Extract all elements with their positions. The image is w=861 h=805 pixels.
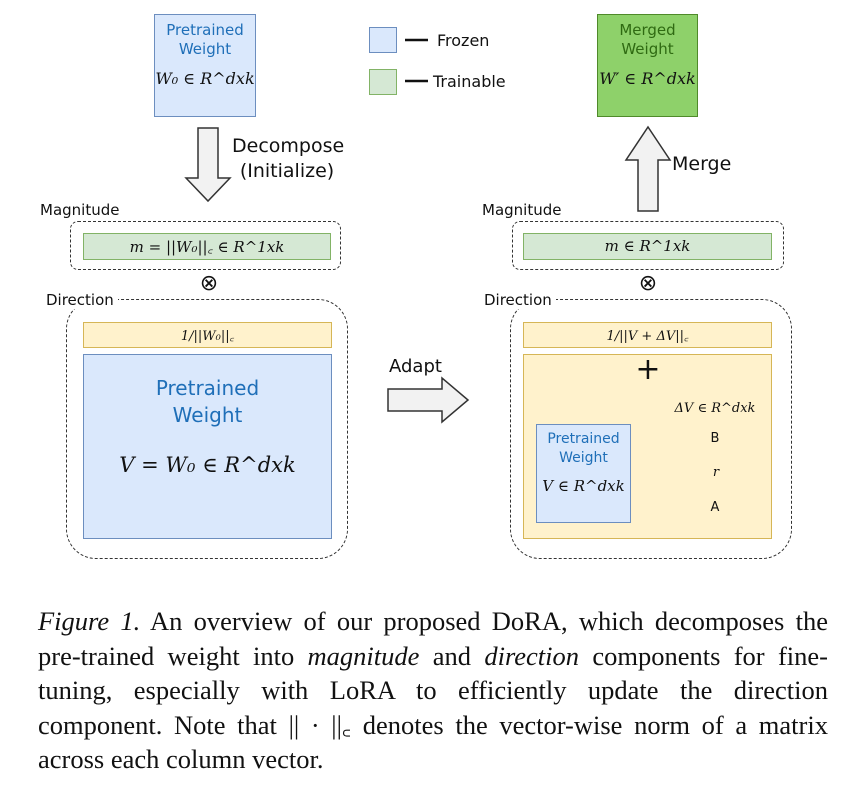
merged-weight-formula: W′ ∈ R^dxk xyxy=(599,69,696,88)
pretrained-weight-box: Pretrained Weight W₀ ∈ R^dxk xyxy=(154,14,256,117)
decompose-label-line1: Decompose xyxy=(232,135,345,157)
legend-frozen-label: Frozen xyxy=(437,31,490,50)
left-magnitude-label: Magnitude xyxy=(36,201,124,219)
decompose-label-line2: (Initialize) xyxy=(239,160,335,182)
lora-a-label: A xyxy=(710,500,720,515)
legend-trainable-swatch xyxy=(369,69,397,95)
right-pretrained-formula: V ∈ R^dxk xyxy=(542,477,625,495)
left-matrix-title-line1: Pretrained xyxy=(155,376,260,400)
right-magnitude-container xyxy=(512,221,784,270)
left-matrix-formula: V = W₀ ∈ R^dxk xyxy=(119,453,296,477)
plus-icon: + xyxy=(635,352,661,387)
adapt-arrow-icon xyxy=(387,376,470,424)
right-direction-label: Direction xyxy=(480,291,556,309)
caption-text-2: and xyxy=(419,640,485,671)
merged-weight-title-line1: Merged xyxy=(619,21,676,39)
merge-label: Merge xyxy=(672,153,732,175)
merged-weight-box: Merged Weight W′ ∈ R^dxk xyxy=(597,14,698,117)
merge-arrow-icon xyxy=(624,125,672,212)
pretrained-weight-title-line2: Weight xyxy=(178,40,232,58)
left-norm-bar: 1/||W₀||꜀ xyxy=(83,322,332,348)
left-pretrained-weight-matrix: Pretrained Weight V = W₀ ∈ R^dxk xyxy=(83,354,332,539)
caption-text-3: components for fine-tuning, especially w… xyxy=(38,640,828,775)
pretrained-weight-title-line1: Pretrained xyxy=(166,21,244,39)
left-direction-container xyxy=(66,299,348,559)
right-magnitude-vector: m ∈ R^1xk xyxy=(523,233,772,260)
right-pretrained-weight-box: Pretrained Weight V ∈ R^dxk xyxy=(536,424,631,523)
right-direction-container xyxy=(510,299,792,559)
merged-weight-title-line2: Weight xyxy=(621,40,674,58)
caption-direction-word: direction xyxy=(484,640,580,671)
right-pretrained-title-line1: Pretrained xyxy=(547,431,620,447)
legend-frozen-swatch xyxy=(369,27,397,53)
left-matrix-title-line2: Weight xyxy=(172,403,243,427)
figure-caption: Figure 1. An overview of our proposed Do… xyxy=(38,604,828,777)
left-multiply-icon: ⊗ xyxy=(199,271,219,296)
right-norm-bar: 1/||V + ΔV||꜀ xyxy=(523,322,772,348)
right-magnitude-formula: m ∈ R^1xk xyxy=(604,237,691,255)
decompose-arrow-icon xyxy=(184,127,232,203)
left-magnitude-formula: m = ||W₀||꜀ ∈ R^1xk xyxy=(129,238,285,256)
left-magnitude-container xyxy=(70,221,341,270)
pretrained-weight-formula: W₀ ∈ R^dxk xyxy=(155,69,255,88)
adapt-label: Adapt xyxy=(389,356,442,377)
right-multiply-icon: ⊗ xyxy=(638,271,658,296)
caption-figure-label: Figure 1. xyxy=(38,606,141,636)
caption-text-1: An overview of our proposed DoRA, which … xyxy=(38,606,828,671)
caption-magnitude-word: magnitude xyxy=(307,640,420,671)
left-direction-label: Direction xyxy=(42,291,118,309)
legend-trainable-label: Trainable xyxy=(433,72,506,91)
right-pretrained-title-line2: Weight xyxy=(559,450,608,466)
right-magnitude-label: Magnitude xyxy=(478,201,566,219)
left-norm-formula: 1/||W₀||꜀ xyxy=(180,329,235,344)
left-magnitude-vector: m = ||W₀||꜀ ∈ R^1xk xyxy=(83,233,331,260)
right-norm-formula: 1/||V + ΔV||꜀ xyxy=(606,329,689,344)
lora-b-label: B xyxy=(710,431,720,446)
rank-r-label: r xyxy=(712,465,720,480)
delta-v-formula: ΔV ∈ R^dxk xyxy=(674,401,756,416)
